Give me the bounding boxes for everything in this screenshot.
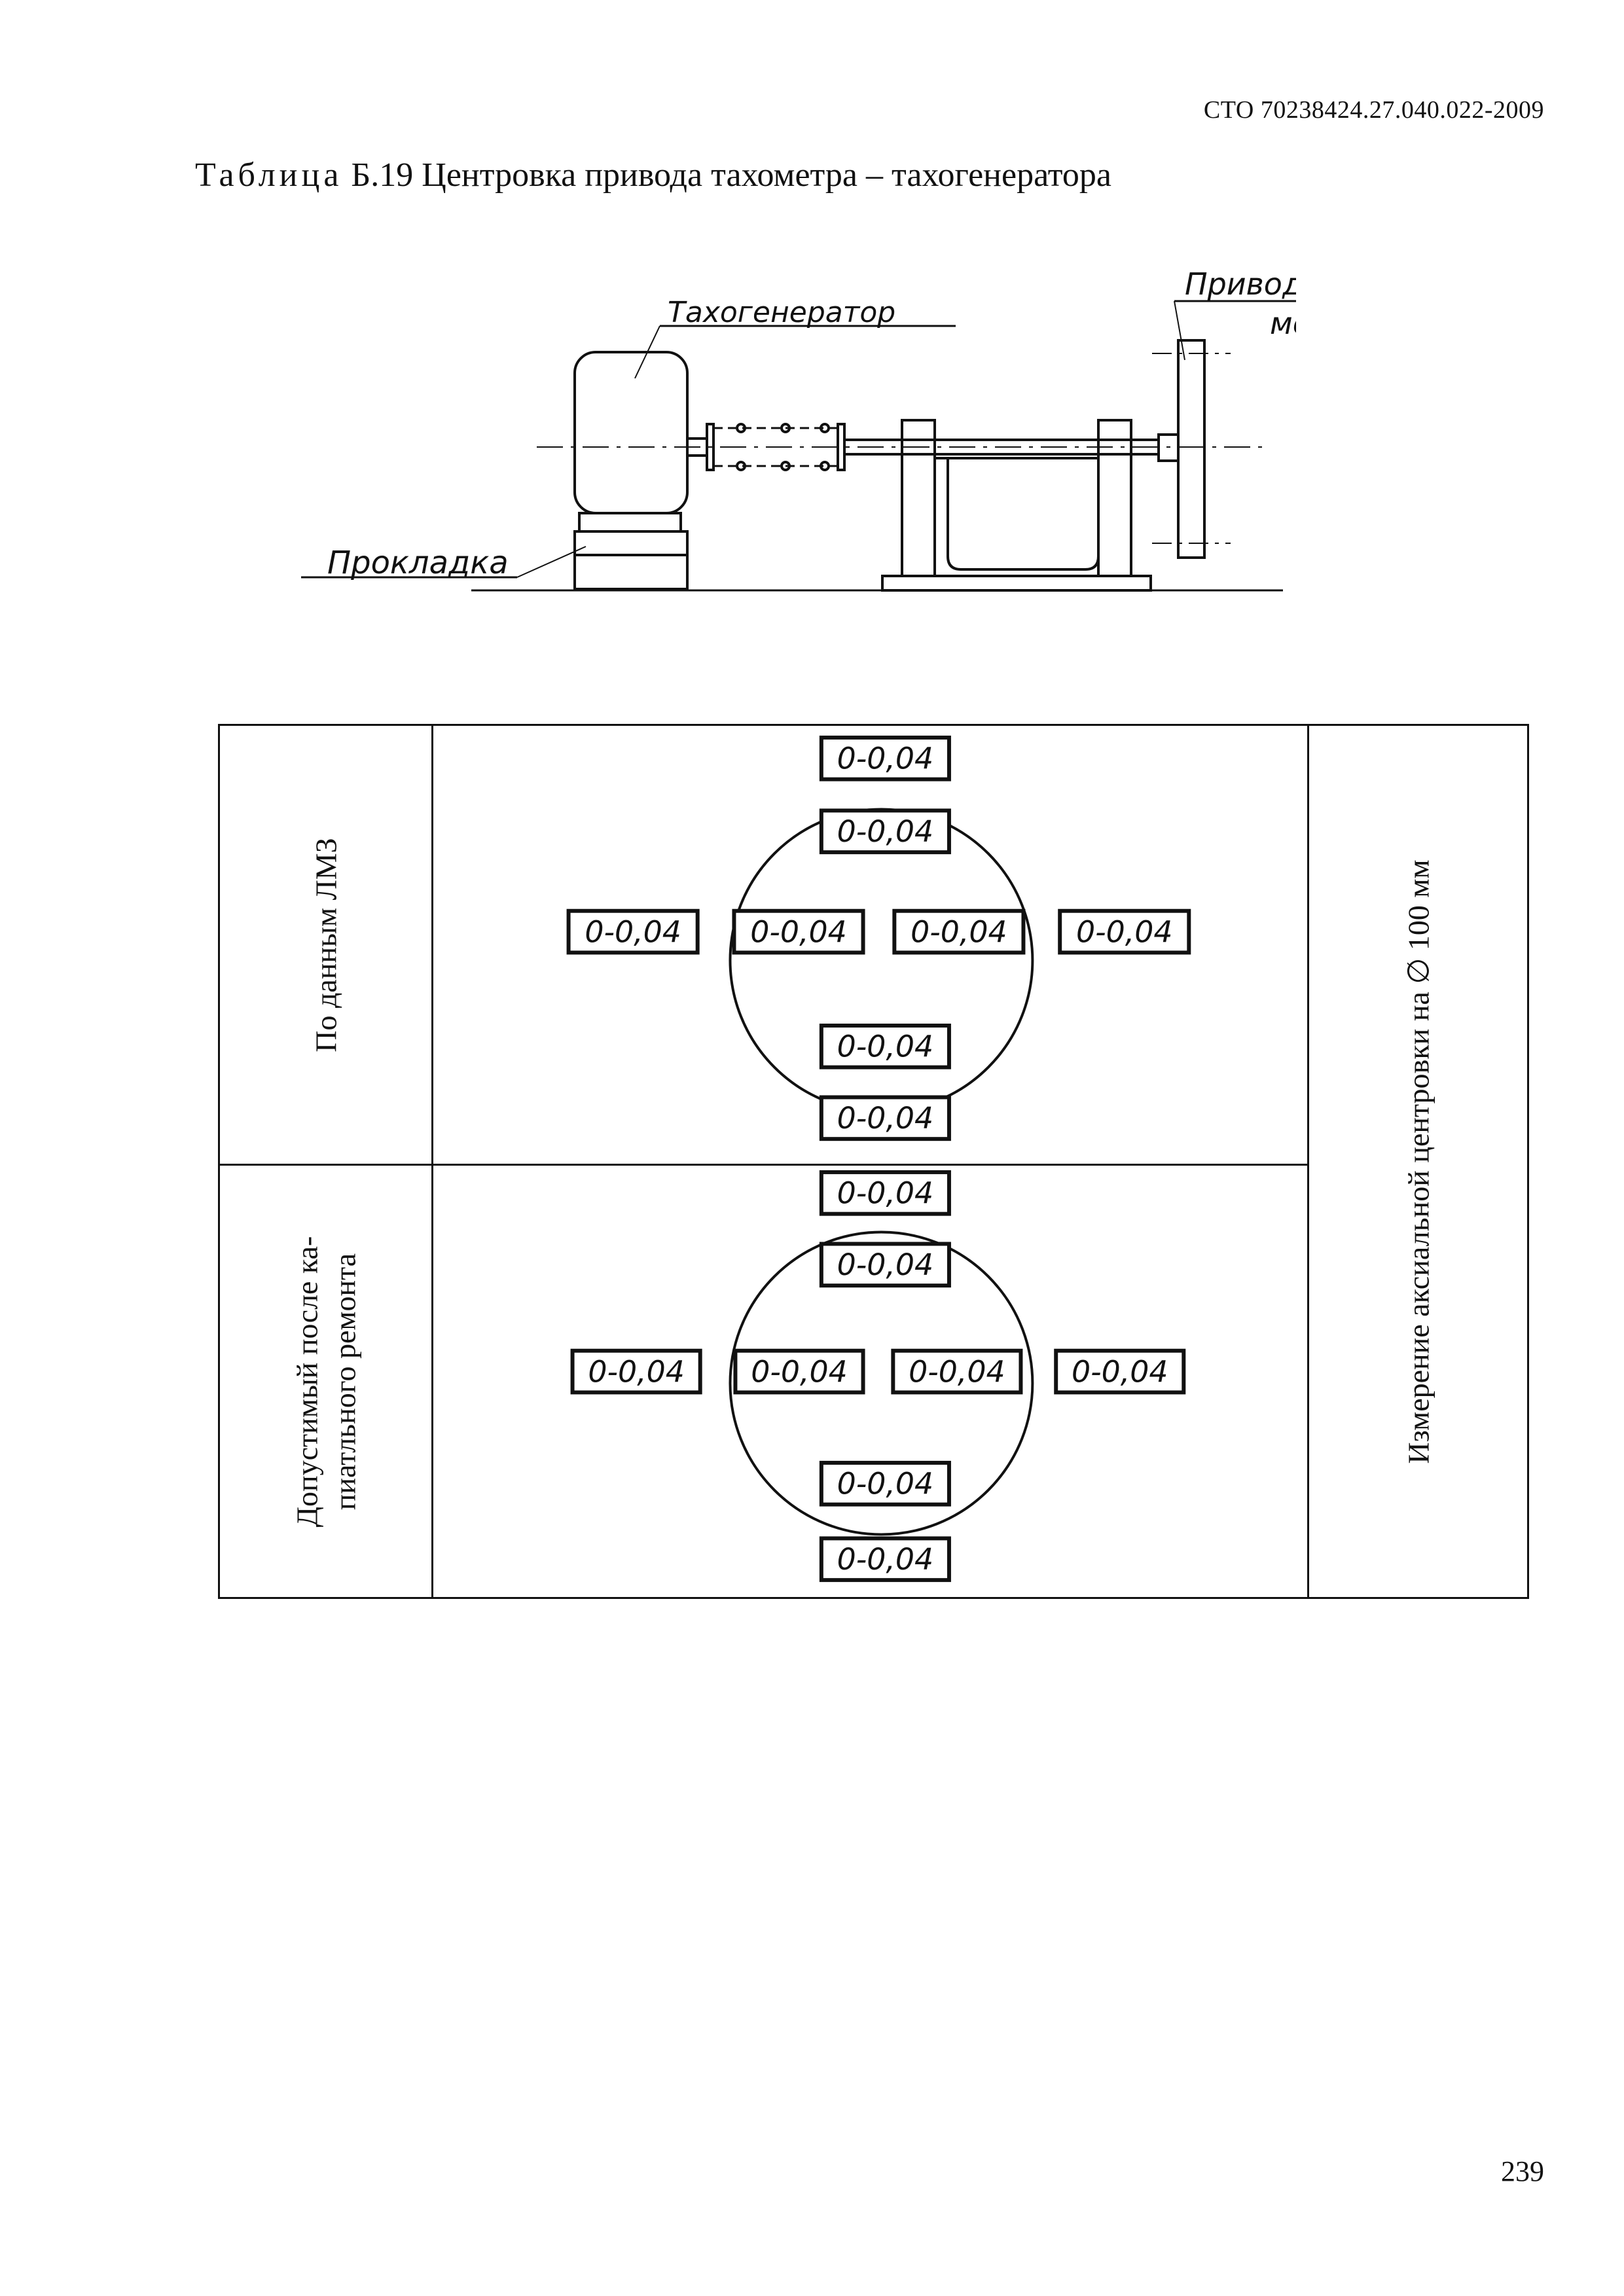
row1-label: По данным ЛМЗ	[308, 837, 342, 1052]
value-box	[892, 908, 1026, 955]
value-left-inner: 0-0,04	[750, 914, 847, 950]
value-box	[819, 1460, 951, 1507]
pedestal-base	[881, 575, 1152, 592]
label-drive-line1: Привод к тахо-	[1185, 266, 1296, 302]
tachogenerator-foot	[578, 512, 682, 533]
drive-pulley	[1177, 339, 1206, 559]
bearing-pedestal-left	[901, 419, 936, 577]
value-bottom-inner: 0-0,04	[837, 1029, 934, 1064]
value-top-inner: 0-0,04	[837, 814, 934, 849]
row2-scheme-svg: 0-0,04 0-0,04 0-0,04 0-0,04 0-0,04 0-0,0…	[570, 1170, 1186, 1583]
value-box	[819, 1242, 951, 1288]
row2-scheme-cell: 0-0,04 0-0,04 0-0,04 0-0,04 0-0,04 0-0,0…	[431, 1164, 1309, 1599]
table-row: По данным ЛМЗ 0-0,04 0-0,04 0-0,04 0-0,0…	[218, 724, 1529, 1599]
row2-label-line2: пиатльного ремонта	[327, 1253, 361, 1510]
right-label-cell: Измерение аксиальной центровки на ∅ 100 …	[1307, 724, 1529, 1599]
value-top-outer: 0-0,04	[837, 741, 934, 776]
value-box	[819, 808, 951, 855]
bearing-pedestal-right	[1097, 419, 1132, 577]
value-top-inner: 0-0,04	[837, 1247, 934, 1282]
tachogenerator-drive-drawing: Тахогенератор Привод к тахо- метру Прокл…	[301, 249, 1427, 655]
coupling-bolt	[780, 461, 791, 471]
generator-base	[573, 554, 689, 590]
value-left-outer: 0-0,04	[588, 1354, 685, 1389]
right-label: Измерение аксиальной центровки на ∅ 100 …	[1401, 859, 1435, 1464]
value-right-inner: 0-0,04	[909, 1354, 1005, 1389]
value-box	[819, 1170, 951, 1216]
value-right-outer: 0-0,04	[1072, 1354, 1168, 1389]
value-right-outer: 0-0,04	[1076, 914, 1173, 950]
value-left-inner: 0-0,04	[751, 1354, 848, 1389]
label-gasket: Прокладка	[327, 545, 509, 581]
row1-scheme-cell: 0-0,04 0-0,04 0-0,04 0-0,04 0-0,04 0-0,0…	[431, 724, 1309, 1166]
value-box	[819, 1095, 951, 1141]
housing-inner-trough	[947, 458, 1100, 571]
coupling-flange-right	[837, 423, 846, 471]
drive-leader	[1174, 300, 1185, 361]
value-box	[819, 735, 951, 781]
value-box	[732, 908, 865, 955]
value-box	[566, 908, 700, 955]
table-title-prefix: Таблица	[195, 156, 343, 194]
table-title-text: Б.19 Центровка привода тахометра – тахог…	[351, 156, 1111, 194]
label-drive-line2: метру	[1270, 306, 1296, 341]
value-box	[819, 1023, 951, 1069]
value-box	[570, 1348, 702, 1395]
coupling-flange-left	[706, 423, 715, 471]
row2-label-cell: Допустимый после ка- пиатльного ремонта	[218, 1164, 433, 1599]
value-box	[1058, 908, 1191, 955]
coupling-bolt	[736, 461, 746, 471]
drawing-svg: Тахогенератор Привод к тахо- метру Прокл…	[301, 266, 1427, 592]
row1-label-cell: По данным ЛМЗ	[218, 724, 433, 1166]
value-box	[1054, 1348, 1186, 1395]
coupling-bolt	[736, 423, 746, 433]
table-title: Таблица Б.19 Центровка привода тахометра…	[195, 156, 1111, 194]
row1-scheme-svg: 0-0,04 0-0,04 0-0,04 0-0,04 0-0,04 0-0,0…	[566, 735, 1191, 1141]
coupling-bolt	[820, 423, 830, 433]
value-top-outer: 0-0,04	[837, 1175, 934, 1211]
value-left-outer: 0-0,04	[585, 914, 681, 950]
page-number: 239	[1501, 2155, 1544, 2187]
document-code: СТО 70238424.27.040.022-2009	[1203, 96, 1544, 124]
label-tachogenerator: Тахогенератор	[668, 296, 895, 329]
value-bottom-inner: 0-0,04	[837, 1466, 934, 1501]
coupling-bolt	[780, 423, 791, 433]
gasket-leader	[516, 546, 586, 578]
table-row: Допустимый после ка- пиатльного ремонта …	[218, 1164, 1528, 1599]
value-box	[891, 1348, 1023, 1395]
value-box	[733, 1348, 865, 1395]
row2-label: Допустимый после ка- пиатльного ремонта	[288, 1236, 363, 1527]
tachogenerator-body	[573, 351, 689, 514]
tachogenerator-leader	[634, 325, 660, 379]
alignment-circle	[729, 1230, 1034, 1536]
value-right-inner: 0-0,04	[911, 914, 1007, 950]
coupling-bolt	[820, 461, 830, 471]
value-box	[819, 1536, 951, 1583]
value-bottom-outer: 0-0,04	[837, 1100, 934, 1136]
alignment-table: По данным ЛМЗ 0-0,04 0-0,04 0-0,04 0-0,0…	[218, 724, 1529, 1599]
row2-label-line1: Допустимый после ка-	[290, 1236, 323, 1527]
value-bottom-outer: 0-0,04	[837, 1541, 934, 1577]
gasket-plate	[573, 530, 689, 556]
